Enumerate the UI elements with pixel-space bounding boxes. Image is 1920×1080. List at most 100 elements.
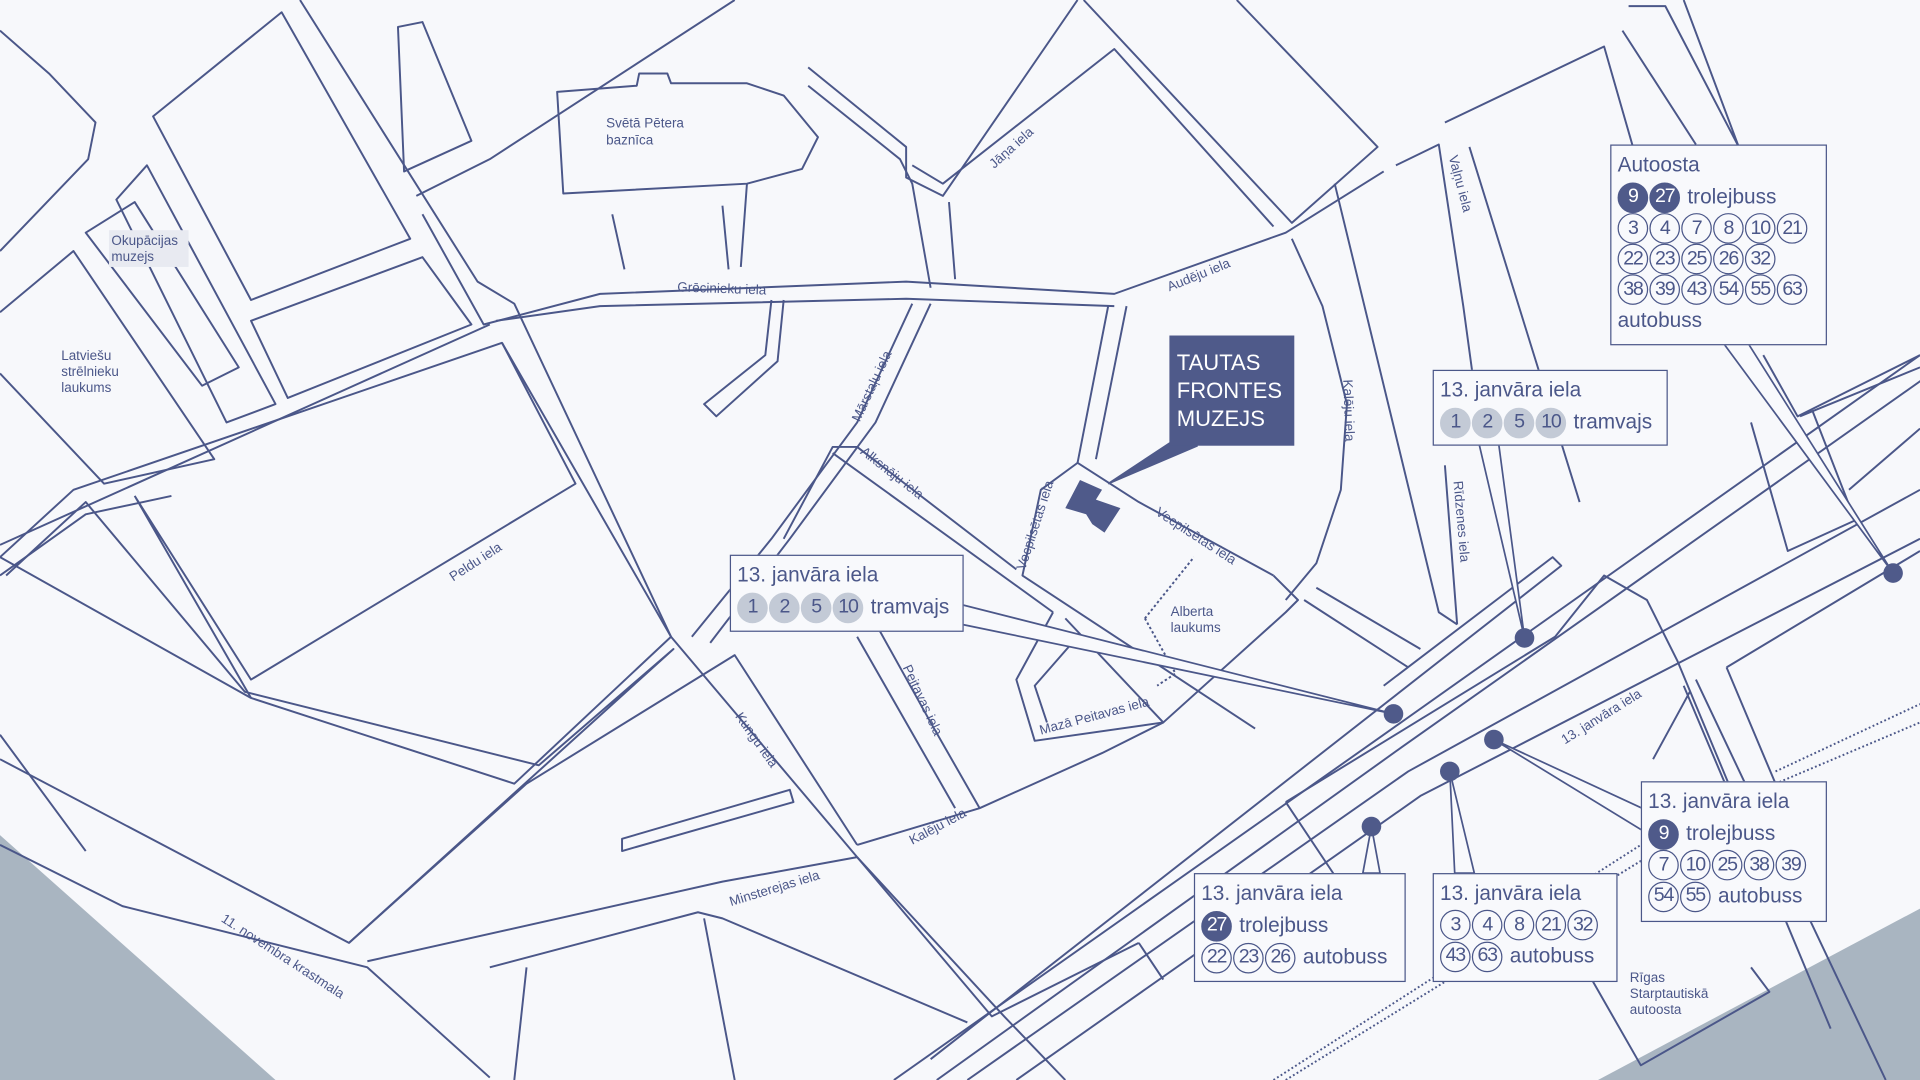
route-badge-tram: 2 [768,592,800,623]
tram-label: tramvajs [1573,410,1653,434]
riflemen-label-3: laukums [61,380,111,395]
route-badge-bus: 63 [1471,941,1503,972]
trolley-label: trolejbuss [1687,184,1777,209]
route-badge-tram: 5 [1503,407,1535,438]
street-peldu: Peldu iela [447,539,505,584]
route-badge-bus: 32 [1744,243,1776,275]
street-maza-peitavas: Mazā Peitavas iela [1038,694,1151,738]
street-peitavas: Peitavas iela [900,662,946,738]
street-kaleju-1: Kalēju iela [1340,379,1357,442]
museum-line-2: FRONTES [1176,378,1283,403]
route-badge-bus: 38 [1743,849,1775,881]
route-badge-bus: 21 [1535,909,1567,941]
tram-label: tramvajs [870,595,950,619]
stop-marker[interactable] [1514,628,1535,648]
pointers [961,343,1894,874]
route-badge-bus: 55 [1680,881,1711,912]
alberta-label-1: Alberta [1171,604,1214,619]
route-badge-bus: 54 [1648,881,1679,912]
route-badge-bus: 32 [1567,909,1598,941]
route-badge-bus: 10 [1744,213,1776,244]
street-alksnaju: Alksnāju iela [858,444,927,503]
river-left [0,835,276,1080]
bus-label: autobuss [1509,944,1595,968]
route-badge-trol: 27 [1201,910,1232,942]
route-badge-bus: 43 [1440,941,1471,972]
bus-station-label-1: Rīgas [1630,970,1665,985]
route-badge-bus: 23 [1233,942,1264,973]
street-valnu: Vaļņu iela [1446,154,1476,214]
street-vecpilsetas-2: Vecpilsētas iela [1153,504,1239,567]
stop-marker[interactable] [1883,563,1903,583]
occupation-museum-label-2: muzejs [111,249,154,264]
stop-title: 13. janvāra iela [1440,378,1582,402]
stop-title: 13. janvāra iela [737,563,879,587]
route-badge-bus: 4 [1471,909,1503,941]
stop-marker[interactable] [1361,816,1382,837]
bus-label: autobuss [1717,884,1803,908]
route-badge-tram: 1 [1440,407,1471,438]
stop-marker[interactable] [1440,761,1460,782]
stop-title: Autoosta [1617,153,1700,177]
route-badge-bus: 10 [1680,849,1711,881]
route-badge-bus: 26 [1713,243,1744,275]
route-badge-tram: 10 [832,592,864,623]
stop-title: 13. janvāra iela [1201,881,1343,905]
route-badge-bus: 39 [1775,849,1807,881]
route-badge-bus: 8 [1503,909,1535,941]
route-badge-bus: 43 [1681,274,1712,305]
route-badge-tram: 5 [800,592,832,623]
route-badge-bus: 25 [1681,243,1712,275]
trolley-row: 9 trolejbuss [1648,818,1819,850]
bus-label: autobuss [1302,945,1388,969]
museum-line-3: MUZEJS [1176,406,1265,432]
trolley-label: trolejbuss [1686,821,1776,845]
trolley-label: trolejbuss [1239,913,1329,937]
street-janvara: 13. janvāra iela [1559,686,1645,747]
street-minsterejas: Minsterejas iela [728,867,822,909]
street-marstalu: Mārstaļu iela [849,348,895,424]
trolley-row: 27 trolejbuss [1201,910,1398,942]
street-krastmala: 11. novembra krastmala [219,911,348,1002]
route-badge-bus: 55 [1744,274,1776,305]
route-badge-trol: 9 [1648,818,1679,850]
route-badge-bus: 22 [1617,243,1649,275]
route-badge-bus: 54 [1713,274,1744,305]
occupation-museum-label-1: Okupācijas [111,233,178,248]
route-badge-bus: 22 [1201,942,1232,973]
route-badge-bus: 8 [1713,213,1744,244]
stop-marker[interactable] [1383,704,1404,724]
bus-label: autobuss [1617,308,1703,332]
museum-building [1065,480,1121,533]
route-badge-bus: 4 [1649,213,1681,244]
route-badge-trol: 9 [1617,181,1649,213]
church-label-2: baznīca [606,132,654,147]
museum-label[interactable]: TAUTAS FRONTES MUZEJS [1169,335,1295,446]
route-badge-bus: 26 [1264,942,1296,973]
stop-marker[interactable] [1484,729,1504,750]
stop-markers[interactable] [1361,563,1903,837]
place-labels: Svētā Pētera baznīca Okupācijas muzejs L… [61,115,1709,1017]
route-badge-tram: 2 [1471,407,1503,438]
route-badge-bus: 3 [1617,213,1649,244]
route-badge-bus: 23 [1649,243,1681,275]
riflemen-label-2: strēlnieku [61,364,119,379]
street-kungu: Kungu iela [732,709,781,770]
route-badge-bus: 21 [1776,213,1808,244]
